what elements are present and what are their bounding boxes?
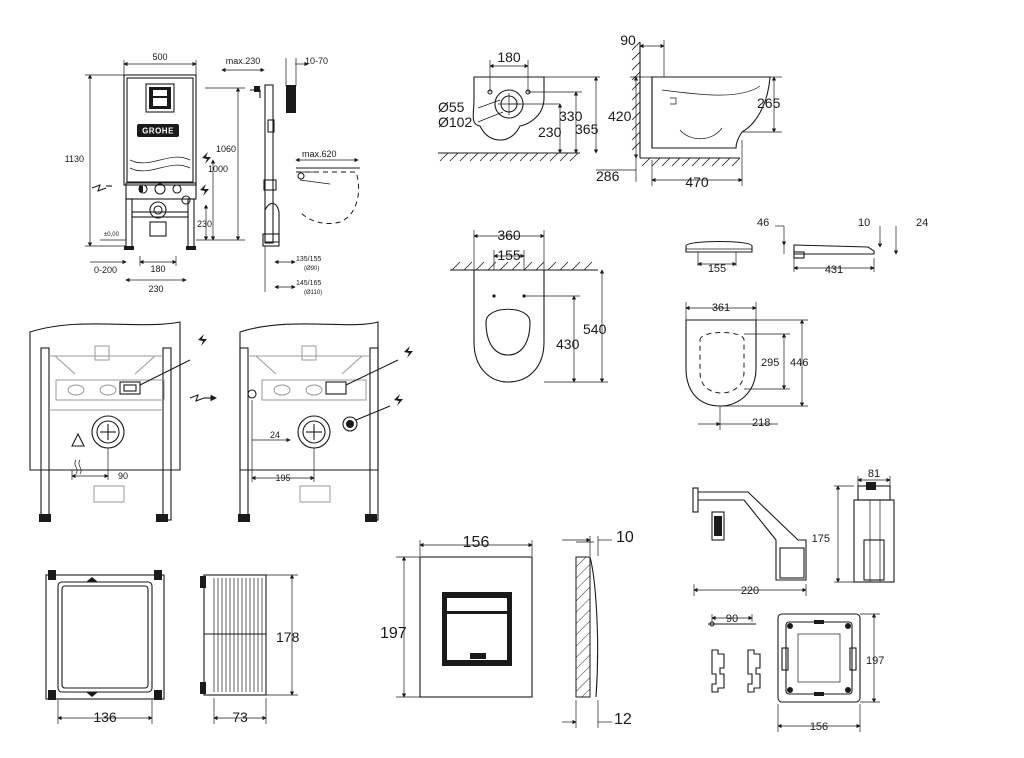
wc-bowl-plan-view: 360 155 430 540 <box>450 227 608 383</box>
flush-plate-frame-bracket: 197 156 <box>777 613 884 733</box>
dim-90-wall: 90 <box>620 32 636 48</box>
dim-136: 136 <box>93 709 117 725</box>
dim-bowl-180: 180 <box>497 49 521 65</box>
dim-0-200: 0-200 <box>94 265 117 275</box>
wc-bowl-side-view: 90 420 265 286 470 <box>596 32 782 190</box>
dim-seat-155: 155 <box>708 263 726 275</box>
dim-46: 46 <box>757 217 769 229</box>
dim-plate-197: 197 <box>380 625 407 642</box>
dim-clips-90: 90 <box>726 613 738 625</box>
dim-330: 330 <box>559 108 583 124</box>
dim-218: 218 <box>752 417 770 429</box>
grohe-logo-text: GROHE <box>142 127 174 136</box>
grohe-logo <box>137 124 179 137</box>
flush-plate-side-view: 10 12 <box>562 529 634 728</box>
dim-plate-156: 156 <box>463 534 490 551</box>
dim-frame-156: 156 <box>810 721 828 733</box>
dim-24: 24 <box>916 217 928 229</box>
dim-wiring-90: 90 <box>118 471 128 481</box>
dim-265: 265 <box>757 95 781 111</box>
dim-max-620: max.620 <box>302 149 337 159</box>
dim-230-axis: 230 <box>538 124 562 140</box>
dim-286: 286 <box>596 168 620 184</box>
flush-box-side-view: 178 73 <box>200 574 300 725</box>
dim-81: 81 <box>868 468 880 480</box>
installation-frame-side-view: max.230 10-70 max.620 135/155 (Ø90) 145/… <box>221 56 360 296</box>
dim-1130: 1130 <box>65 154 84 164</box>
flush-plate-front-view: 156 197 <box>380 534 533 698</box>
dim-175: 175 <box>812 533 830 545</box>
dim-wiring-195: 195 <box>275 473 290 483</box>
dim-max-230: max.230 <box>226 56 261 66</box>
flush-plate-mounting-frame: 136 <box>45 570 165 725</box>
mounting-clips: 90 <box>708 613 761 693</box>
dim-431: 431 <box>825 264 843 276</box>
wc-seat-side-view: 155 46 10 24 431 <box>685 217 928 276</box>
dim-430: 430 <box>556 336 580 352</box>
dim-diameter-102: Ø102 <box>438 114 472 130</box>
dim-73: 73 <box>232 709 248 725</box>
dim-plate-10: 10 <box>616 529 634 546</box>
dim-180: 180 <box>150 264 165 274</box>
dim-10-70: 10-70 <box>305 56 328 66</box>
dim-540: 540 <box>583 321 607 337</box>
dim-1060: 1060 <box>216 144 236 154</box>
dim-135-155: 135/155 <box>296 256 321 263</box>
dim-365: 365 <box>575 121 599 137</box>
dim-230-bottom: 230 <box>148 284 163 294</box>
wiring-panel-left: 90 <box>29 321 218 522</box>
dim-420: 420 <box>608 108 632 124</box>
dim-155-holes: 155 <box>497 247 521 263</box>
dim-470: 470 <box>685 174 709 190</box>
flush-cartridge: 81 175 <box>812 468 895 583</box>
dim-500: 500 <box>152 52 167 62</box>
dim-178: 178 <box>276 629 300 645</box>
dim-zero: ±0,00 <box>104 232 120 238</box>
dim-295: 295 <box>761 357 779 369</box>
installation-frame-front-view: GROHE 500 1130 ±0,00 <box>65 52 245 294</box>
wc-seat-top-view: 361 295 446 218 <box>685 302 808 430</box>
dim-frame-197: 197 <box>866 655 884 667</box>
dim-10: 10 <box>858 217 870 229</box>
dim-plate-12: 12 <box>614 711 632 728</box>
dim-361: 361 <box>712 302 730 314</box>
wiring-panel-right: 24 195 <box>238 321 413 522</box>
dim-145-165: 145/165 <box>296 280 321 287</box>
dim-bracket-220: 220 <box>741 585 759 597</box>
dim-230-vertical: 230 <box>197 219 212 229</box>
dim-446: 446 <box>790 357 808 369</box>
dim-pipe-90: (Ø90) <box>304 266 319 272</box>
dim-wiring-24: 24 <box>270 430 280 440</box>
dim-1000: 1000 <box>208 164 228 174</box>
dim-360: 360 <box>497 227 521 243</box>
dim-diameter-55: Ø55 <box>438 99 465 115</box>
actuation-bracket: 220 <box>692 487 807 597</box>
dim-pipe-110: (Ø110) <box>304 290 322 296</box>
wc-bowl-back-view: 180 Ø55 Ø102 230 330 365 <box>438 49 600 162</box>
